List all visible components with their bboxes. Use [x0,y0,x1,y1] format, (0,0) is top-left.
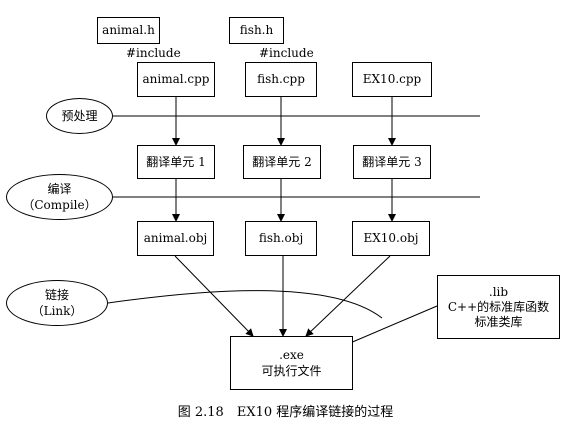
source-animal-cpp-label: animal.cpp [142,72,210,86]
translation-unit-1-label: 翻译单元 1 [146,154,206,169]
object-animal-obj-label: animal.obj [143,231,208,245]
object-ex10-obj: EX10.obj [352,221,430,256]
translation-unit-2: 翻译单元 2 [243,145,321,179]
executable-box: .exe 可执行文件 [230,336,353,390]
translation-unit-3: 翻译单元 3 [353,145,431,179]
stage-compile-label-line2: （Compile） [22,198,97,212]
include-label-fish: #include [259,46,314,60]
stage-compile: 编译 （Compile） [6,174,113,220]
translation-unit-1: 翻译单元 1 [137,145,215,179]
executable-label-line1: .exe [279,348,304,362]
header-fish-h-label: fish.h [239,23,274,37]
stage-preprocess-label: 预处理 [61,109,98,123]
source-animal-cpp: animal.cpp [137,62,215,97]
object-fish-obj: fish.obj [245,221,317,256]
object-ex10-obj-label: EX10.obj [363,231,419,245]
link-curve [107,290,383,319]
header-animal-h-label: animal.h [102,23,155,37]
header-fish-h: fish.h [229,17,284,44]
source-fish-cpp-label: fish.cpp [257,72,305,86]
library-label-line1: .lib [488,284,509,299]
stage-link: 链接 （Link） [6,280,108,326]
object-fish-obj-label: fish.obj [258,231,304,245]
include-label-animal: #include [126,46,181,60]
figure-caption: 图 2.18 EX10 程序编译链接的过程 [177,405,394,420]
stage-link-label-line2: （Link） [31,304,83,318]
library-box: .lib C++的标准库函数 标准类库 [437,275,560,339]
arrow-animal-obj-to-exe [174,255,254,337]
executable-label-line2: 可执行文件 [261,364,322,378]
library-label-line2: C++的标准库函数 [447,299,550,314]
translation-unit-2-label: 翻译单元 2 [252,154,312,169]
source-ex10-cpp: EX10.cpp [352,62,432,97]
library-label-line3: 标准类库 [474,314,523,329]
source-ex10-cpp-label: EX10.cpp [362,72,422,86]
header-animal-h: animal.h [97,17,160,44]
source-fish-cpp: fish.cpp [245,62,317,97]
stage-compile-label-line1: 编译 [47,182,72,196]
object-animal-obj: animal.obj [137,221,214,256]
arrow-ex10-obj-to-exe [305,255,391,337]
translation-unit-3-label: 翻译单元 3 [362,154,422,169]
stage-preprocess: 预处理 [46,98,113,134]
stage-link-label-line1: 链接 [44,288,69,302]
